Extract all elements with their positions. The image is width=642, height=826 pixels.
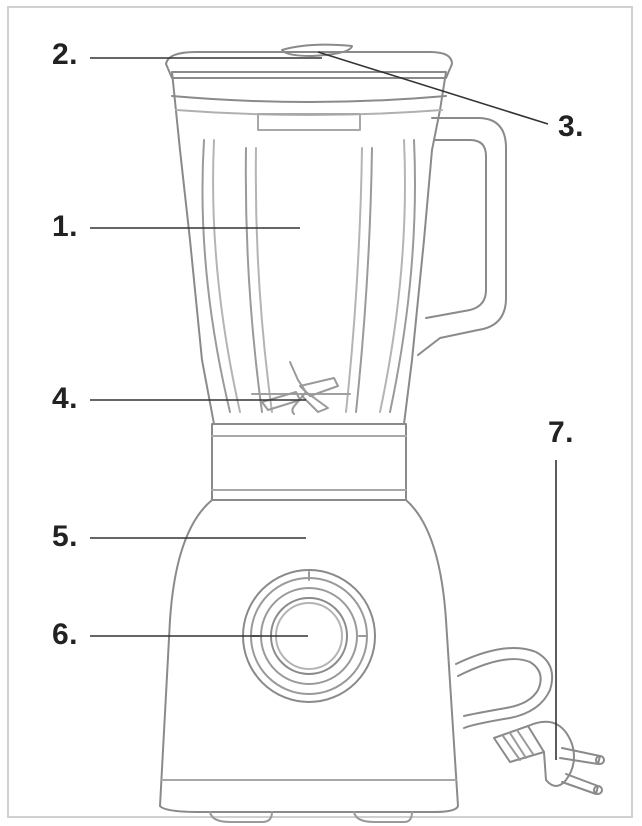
jug-body (171, 71, 447, 425)
callout-4: 4. (52, 382, 79, 415)
callout-1: 1. (52, 210, 79, 243)
power-plug (493, 720, 605, 795)
power-cord (455, 647, 554, 729)
jug-rim (171, 95, 447, 103)
callout-2: 2. (52, 38, 79, 71)
jug-handle-inner (425, 139, 487, 319)
jug-handle (417, 117, 507, 356)
callout-6: 6. (52, 618, 79, 651)
lid-cap (281, 43, 353, 57)
blade-assembly (251, 361, 351, 415)
leader-line-3 (317, 51, 549, 125)
lid (165, 51, 453, 79)
callout-5: 5. (52, 520, 79, 553)
motor-base (159, 499, 459, 813)
callout-3: 3. (558, 110, 585, 143)
callout-7: 7. (548, 416, 575, 449)
